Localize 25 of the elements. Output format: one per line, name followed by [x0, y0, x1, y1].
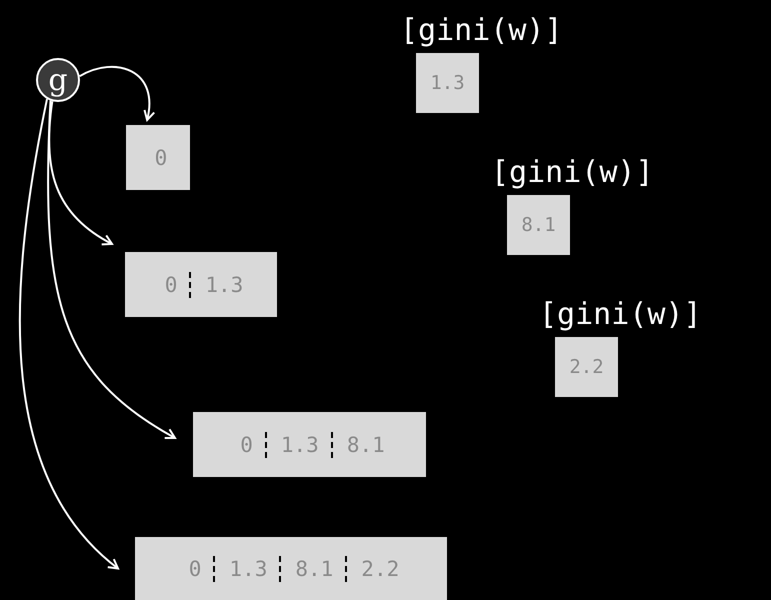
- array-value: 2.2: [345, 556, 400, 582]
- arrow: [48, 101, 113, 245]
- node-circle: g: [36, 58, 80, 102]
- array-value: 0: [239, 432, 253, 458]
- arrow: [79, 66, 155, 121]
- array-box: [125, 252, 277, 317]
- array-value: 1.3: [189, 272, 244, 298]
- array-box: [126, 125, 190, 190]
- array-value: 8.1: [279, 556, 334, 582]
- array-value: 8.1: [330, 432, 385, 458]
- array-value: 1.3: [213, 556, 268, 582]
- array-value: 0: [164, 272, 178, 298]
- heading-text: [gini(w)]: [539, 297, 702, 333]
- arrow: [47, 100, 176, 439]
- value-box: 2.2: [555, 337, 618, 397]
- arrow: [19, 98, 119, 570]
- value-box: 1.3: [416, 53, 479, 113]
- array-value: 1.3: [264, 432, 319, 458]
- array-value: 0: [188, 556, 202, 582]
- array-box: [193, 412, 426, 477]
- array-value: 0: [154, 144, 168, 170]
- value-box: 8.1: [507, 195, 570, 255]
- heading-text: [gini(w)]: [400, 13, 563, 49]
- array-box: [135, 537, 447, 600]
- heading-text: [gini(w)]: [491, 155, 654, 191]
